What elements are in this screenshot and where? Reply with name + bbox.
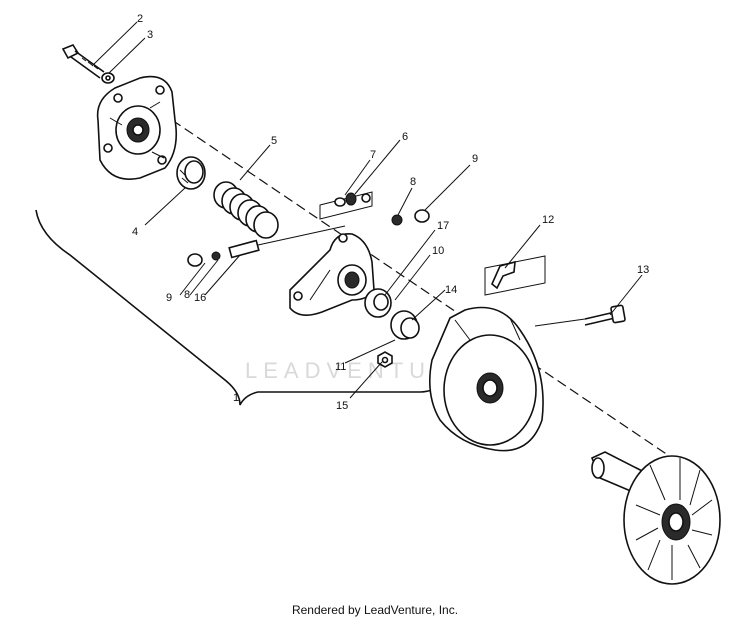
callout-11: 11 bbox=[335, 361, 346, 373]
callout-4: 4 bbox=[132, 226, 138, 238]
spider-arm bbox=[289, 233, 375, 316]
callout-8-right: 8 bbox=[410, 176, 416, 188]
center-axis bbox=[134, 94, 691, 471]
fan-sheave bbox=[590, 451, 721, 585]
callout-2: 2 bbox=[137, 13, 143, 25]
leader-lines bbox=[91, 21, 643, 399]
spring bbox=[213, 181, 279, 239]
roller-and-washer-group bbox=[319, 191, 373, 220]
callout-17: 17 bbox=[437, 220, 449, 232]
callouts: 2 3 4 5 7 6 8 9 9 8 16 17 10 12 13 14 11… bbox=[132, 13, 649, 412]
bolt bbox=[61, 44, 105, 79]
callout-13: 13 bbox=[637, 264, 649, 276]
movable-sheave bbox=[429, 306, 544, 452]
callout-6: 6 bbox=[402, 131, 408, 143]
callout-9-left: 9 bbox=[166, 292, 172, 304]
footer-credit: Rendered by LeadVenture, Inc. bbox=[291, 603, 459, 617]
callout-3: 3 bbox=[147, 29, 153, 41]
bushing bbox=[364, 288, 392, 318]
callout-15: 15 bbox=[336, 400, 348, 412]
sheave-housing bbox=[96, 75, 178, 180]
weight-group bbox=[484, 255, 546, 296]
left-pin-group bbox=[187, 225, 346, 267]
callout-1: 1 bbox=[233, 392, 239, 404]
right-pin-group bbox=[391, 209, 430, 226]
screw bbox=[534, 304, 626, 327]
bearing bbox=[176, 156, 206, 190]
washer bbox=[101, 72, 115, 84]
callout-7: 7 bbox=[370, 149, 376, 161]
callout-9-right: 9 bbox=[472, 153, 478, 165]
callout-16: 16 bbox=[194, 292, 206, 304]
callout-12: 12 bbox=[542, 214, 554, 226]
callout-14: 14 bbox=[445, 284, 457, 296]
callout-8-left: 8 bbox=[184, 289, 190, 301]
callout-10: 10 bbox=[432, 245, 444, 257]
callout-5: 5 bbox=[271, 135, 277, 147]
sleeve bbox=[390, 310, 420, 340]
